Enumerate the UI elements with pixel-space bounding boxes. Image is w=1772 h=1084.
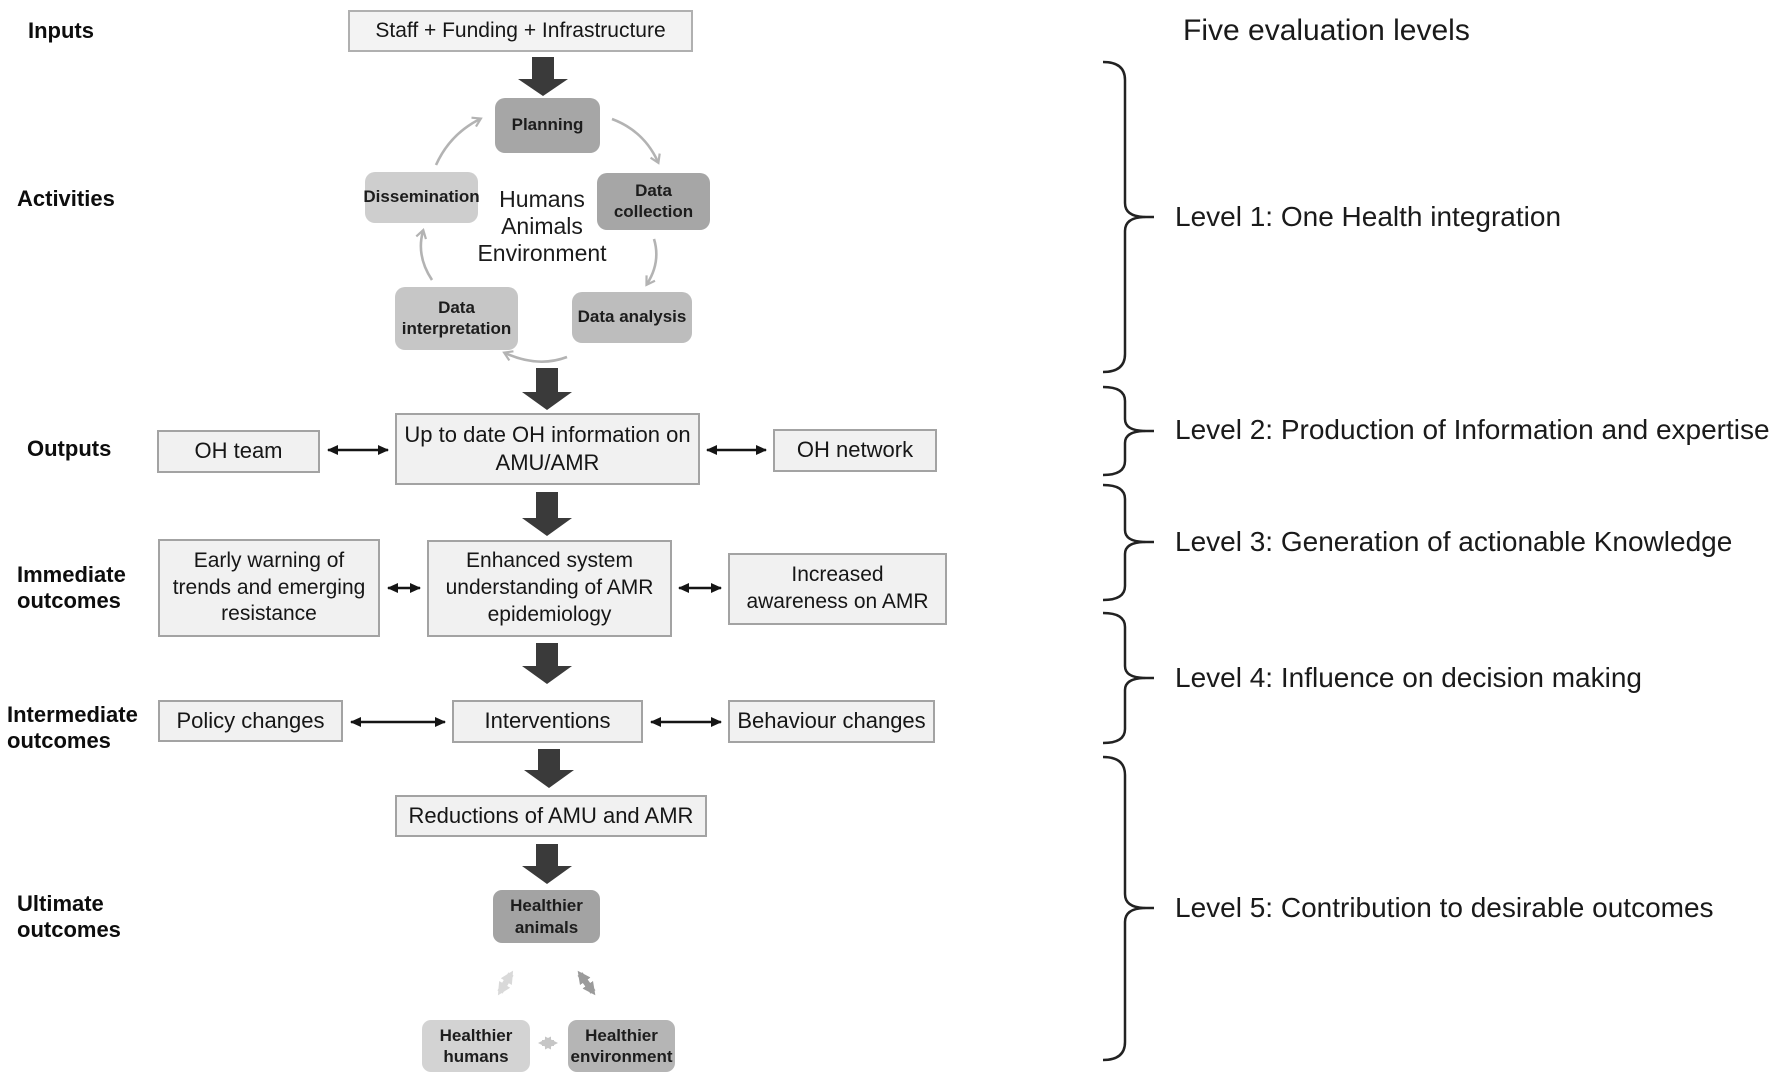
box-data-collection: Data collection [597, 173, 710, 230]
arrow-outputs-to-immediate [522, 492, 572, 536]
arrow-dissemination-planning [434, 116, 483, 166]
box-interventions: Interventions [452, 700, 643, 743]
arrow-planning-datacollection [611, 117, 661, 165]
box-oh-network: OH network [773, 429, 937, 472]
arrow-dataanalysis-datainterpretation [502, 350, 568, 363]
arrow-inputs-to-activities [518, 57, 568, 96]
box-dissemination: Dissemination [363, 172, 480, 223]
box-reductions-amu-amr: Reductions of AMU and AMR [395, 795, 707, 837]
arrow-datacollection-dataanalysis [645, 238, 658, 287]
arrow-activities-to-outputs [522, 368, 572, 410]
level-3-label: Level 3: Generation of actionable Knowle… [1175, 526, 1733, 557]
brace-level-2 [1102, 385, 1154, 477]
stage-label-activities: Activities [17, 186, 115, 211]
box-healthier-animals: Healthier animals [493, 890, 600, 943]
box-behaviour-changes: Behaviour changes [728, 700, 935, 743]
box-up-to-date-oh-information: Up to date OH information on AMU/AMR [395, 413, 700, 485]
box-healthier-humans: Healthier humans [422, 1020, 530, 1072]
brace-level-3 [1102, 483, 1154, 602]
level-4-label: Level 4: Influence on decision making [1175, 662, 1642, 693]
box-data-analysis: Data analysis [572, 292, 692, 343]
stage-label-inputs: Inputs [28, 18, 94, 43]
box-increased-awareness: Increased awareness on AMR [728, 553, 947, 625]
arrow-interventions-to-reductions [524, 749, 574, 788]
arrow-animals-humans [497, 970, 514, 996]
level-1-label: Level 1: One Health integration [1175, 201, 1562, 232]
stage-label-intermediate-outcomes: Intermediate outcomes [7, 702, 138, 753]
stage-label-ultimate-outcomes: Ultimate outcomes [17, 891, 121, 942]
box-enhanced-system-understanding: Enhanced system understanding of AMR epi… [427, 540, 672, 637]
stage-label-outputs: Outputs [27, 436, 112, 461]
double-arrows [327, 445, 767, 727]
brace-level-5 [1102, 755, 1154, 1062]
arrow-datainterpretation-dissemination [415, 228, 434, 281]
arrow-immediate-to-intermediate [522, 643, 572, 684]
box-planning: Planning [495, 98, 600, 153]
box-data-interpretation: Data interpretation [395, 287, 518, 350]
level-2-label: Level 2: Production of Information and e… [1175, 414, 1770, 445]
stage-label-immediate-outcomes: Immediate outcomes [17, 562, 126, 613]
figure-title: Five evaluation levels [1183, 14, 1470, 47]
arrow-reductions-to-ultimate [522, 844, 572, 884]
block-arrows [518, 57, 574, 884]
box-oh-team: OH team [157, 430, 320, 473]
box-policy-changes: Policy changes [158, 700, 343, 742]
brace-level-1 [1102, 60, 1154, 374]
box-staff-funding-infrastructure: Staff + Funding + Infrastructure [348, 10, 693, 52]
level-braces [1102, 60, 1154, 1062]
arrow-animals-environment [577, 970, 596, 996]
cycle-center-text: Humans Animals Environment [477, 185, 607, 266]
ultimate-arrows [497, 970, 596, 1050]
brace-level-4 [1102, 611, 1154, 745]
box-early-warning: Early warning of trends and emerging res… [158, 539, 380, 637]
level-5-label: Level 5: Contribution to desirable outco… [1175, 892, 1714, 923]
box-healthier-environment: Healthier environment [568, 1020, 675, 1072]
cycle-arrows [415, 116, 661, 363]
